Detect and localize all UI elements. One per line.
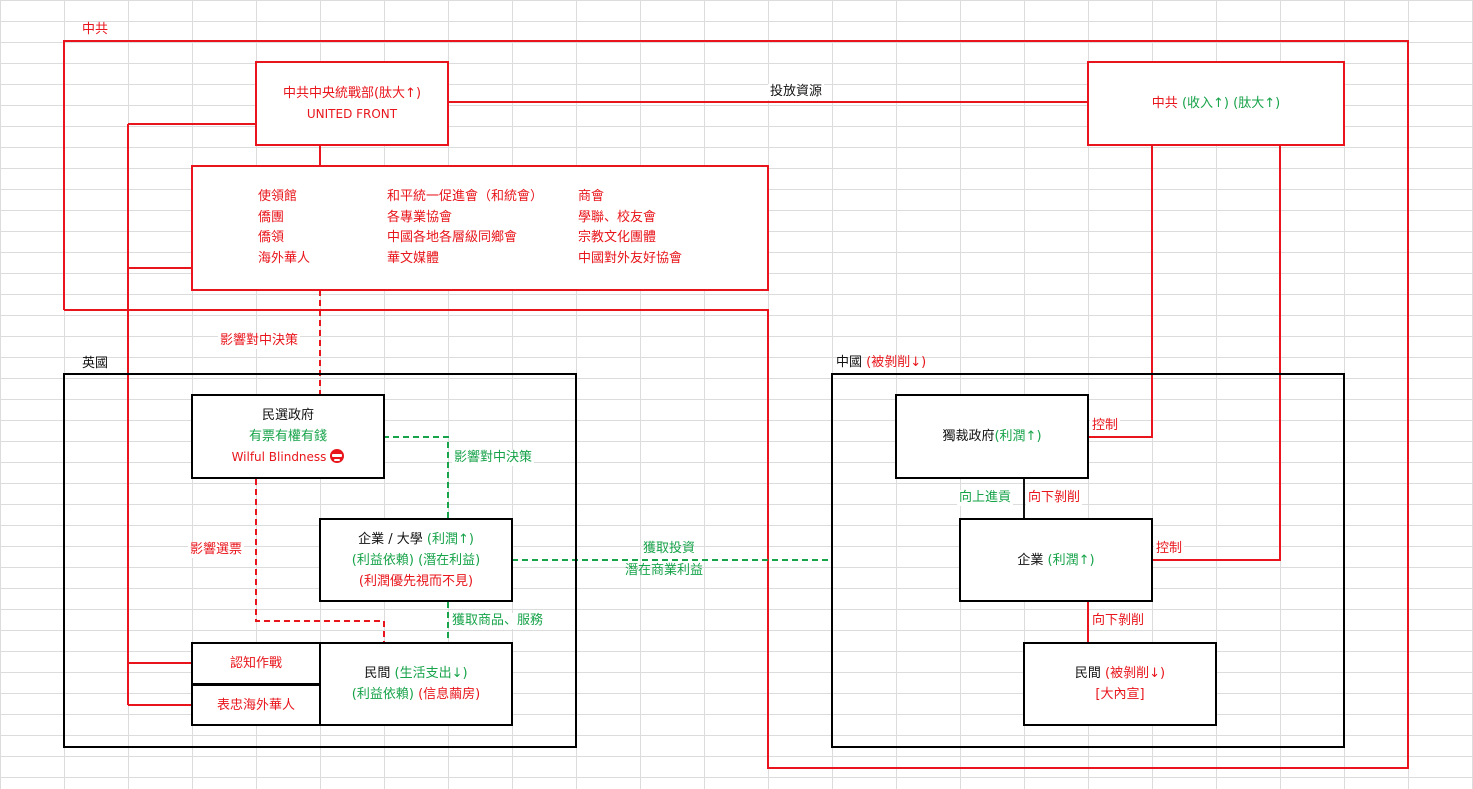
ufwd-subtitle: UNITED FRONT: [306, 106, 398, 121]
uk-gov-title: 民選政府: [261, 408, 314, 423]
cn-people-box: 民間 (被剝削↓) [大內宣]: [1023, 642, 1217, 726]
control-gov-label: 控制: [1090, 418, 1121, 434]
orgs-column-3: 商會 學聯、校友會 宗教文化團體 中國對外友好協會: [578, 187, 682, 269]
influence-votes-label: 影響選票: [188, 542, 245, 558]
cn-ent-title: 企業: [1017, 552, 1044, 568]
cn-gov-title-row: 獨裁政府(利潤↑): [942, 426, 1041, 447]
china-region-name: 中國: [836, 355, 863, 370]
control-gov-line: [1088, 145, 1153, 438]
cn-people-propaganda: [大內宣]: [1095, 687, 1145, 702]
org-item: 各專業協會: [387, 209, 453, 225]
uk-ent-title-row: 企業 / 大學 (利潤↑): [358, 529, 474, 550]
influence-votes-dashed: [255, 479, 385, 643]
loyal-overseas-label: 表忠海外華人: [216, 697, 295, 713]
uk-ent-dependency: (利益依賴): [351, 552, 414, 568]
uk-people-title-row: 民間 (生活支出↓): [364, 663, 467, 684]
ccp-box-expand: (肽大↑): [1233, 96, 1281, 111]
org-item: 僑團: [258, 209, 285, 225]
cn-gov-title: 獨裁政府: [942, 429, 995, 444]
uk-people-title: 民間: [364, 666, 391, 681]
ufwd-title-main: 中共中央統戰部: [282, 85, 374, 101]
org-item: 使領館: [258, 189, 298, 204]
downward-exploit-label-2: 向下剝削: [1090, 613, 1147, 629]
upward-tribute-label: 向上進貢: [957, 490, 1014, 506]
uk-region-frame: [63, 373, 577, 748]
org-item: 僑領: [258, 230, 285, 245]
china-region-status: (被剝削↓): [866, 355, 927, 370]
uk-enterprise-box: 企業 / 大學 (利潤↑) (利益依賴) (潛在利益) (利潤優先視而不見): [319, 518, 513, 602]
potential-profit-label: 潛在商業利益: [625, 563, 704, 578]
invest-resources-label: 投放資源: [768, 84, 825, 100]
org-item: 中國各地各層級同鄉會: [387, 230, 518, 245]
influence-policy-red-label: 影響對中決策: [218, 333, 301, 349]
uk-ent-line3: (利潤優先視而不見): [358, 573, 474, 589]
ccp-boundary-label: 中共: [82, 22, 109, 37]
china-region-label: 中國 (被剝削↓): [836, 355, 926, 371]
org-item: 學聯、校友會: [578, 209, 657, 225]
uk-ent-title: 企業 / 大學: [358, 531, 423, 547]
see-no-evil-face-icon: [330, 449, 345, 463]
cn-gov-box: 獨裁政府(利潤↑): [895, 394, 1089, 479]
ccp-box-title: 中共 (收入↑) (肽大↑): [1152, 93, 1280, 114]
uk-ent-to-gov-dashed: [384, 436, 449, 518]
uk-ent-potential: (潛在利益): [418, 552, 481, 568]
ccp-box-income: (收入↑): [1181, 96, 1229, 111]
cn-people-status: (被剝削↓): [1105, 666, 1166, 681]
uk-people-spending: (生活支出↓): [394, 666, 468, 681]
uk-ent-profit: (利潤↑): [426, 531, 474, 547]
cognitive-warfare-label: 認知作戰: [229, 656, 282, 671]
get-goods-label: 獲取商品、服務: [450, 613, 546, 629]
uk-ent-line2: (利益依賴) (潛在利益): [352, 550, 480, 571]
org-item: 商會: [578, 189, 605, 204]
ufwd-box: 中共中央統戰部(肽大↑) UNITED FRONT: [255, 61, 449, 146]
control-ent-line: [1152, 145, 1281, 561]
cognitive-warfare-box: 認知作戰: [191, 642, 321, 685]
ccp-box: 中共 (收入↑) (肽大↑): [1087, 61, 1345, 146]
uk-people-line2: (利益依賴) (信息繭房): [352, 684, 480, 705]
ccp-box-name: 中共: [1151, 96, 1178, 111]
cn-people-title: 民間: [1074, 666, 1101, 681]
orgs-column-1: 使領館 僑團 僑領 海外華人: [258, 187, 310, 269]
uk-people-echo-chamber: (信息繭房): [418, 687, 481, 702]
org-item: 華文媒體: [387, 250, 440, 266]
influence-policy-green-label: 影響對中決策: [452, 450, 535, 466]
ufwd-title: 中共中央統戰部(肽大↑): [283, 83, 421, 104]
orgs-column-2: 和平統一促進會（和統會） 各專業協會 中國各地各層級同鄉會 華文媒體: [387, 187, 543, 269]
uk-region-label: 英國: [82, 356, 109, 371]
org-item: 和平統一促進會（和統會）: [387, 189, 544, 204]
cn-ent-profit: (利潤↑): [1047, 552, 1095, 568]
uk-gov-line3: Wilful Blindness: [232, 447, 345, 468]
org-item: 海外華人: [258, 250, 311, 266]
cn-ent-title-row: 企業 (利潤↑): [1017, 550, 1094, 571]
ufwd-title-suffix: (肽大↑): [373, 85, 422, 101]
ccp-boundary-line: [63, 40, 1409, 769]
cn-enterprise-box: 企業 (利潤↑): [959, 518, 1153, 602]
get-invest-label: 獲取投資: [643, 541, 696, 556]
org-item: 宗教文化團體: [578, 230, 657, 245]
uk-people-box: 民間 (生活支出↓) (利益依賴) (信息繭房): [319, 642, 513, 726]
wilful-blindness-text: Wilful Blindness: [231, 450, 327, 464]
china-region-frame: [831, 373, 1345, 748]
orgs-box: [191, 165, 769, 291]
cn-gov-profit: (利潤↑): [994, 429, 1042, 444]
cn-people-title-row: 民間 (被剝削↓): [1075, 663, 1165, 684]
org-item: 中國對外友好協會: [578, 250, 683, 266]
uk-people-dependency: (利益依賴): [351, 687, 414, 702]
uk-gov-box: 民選政府 有票有權有錢 Wilful Blindness: [191, 394, 385, 479]
control-ent-label: 控制: [1154, 541, 1185, 557]
downward-exploit-label-1: 向下剝削: [1026, 490, 1083, 506]
uk-gov-line2: 有票有權有錢: [248, 429, 327, 444]
loyal-overseas-box: 表忠海外華人: [191, 684, 321, 726]
